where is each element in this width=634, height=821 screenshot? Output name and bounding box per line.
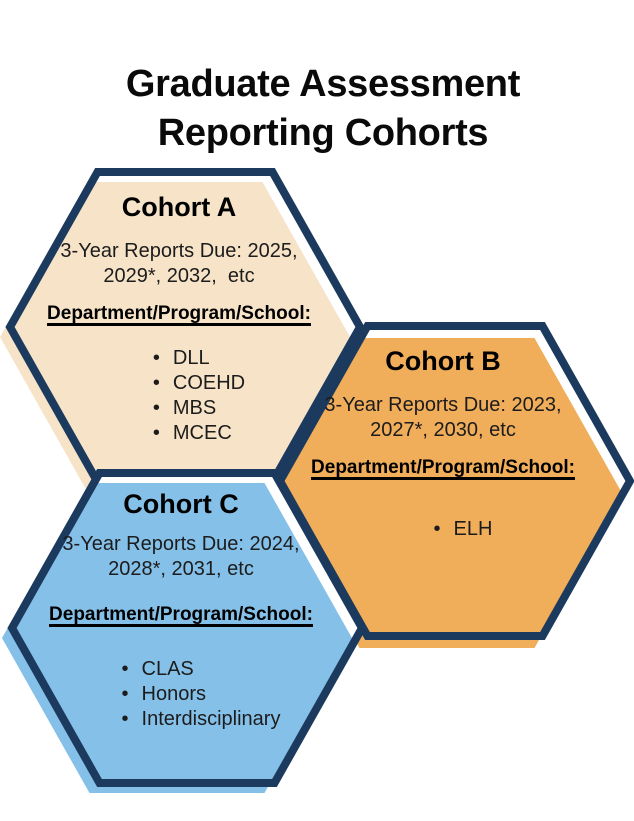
program-item: MCEC [153,421,245,446]
program-item: DLL [153,346,245,371]
cohort-c-content: Cohort C 3-Year Reports Due: 2024, 2028*… [6,473,356,783]
cohort-b-due-dates: 3-Year Reports Due: 2023, 2027*, 2030, e… [324,394,562,441]
cohort-a-dept-label: Department/Program/School: [47,303,311,324]
program-item: MBS [153,396,245,421]
program-item: Interdisciplinary [122,707,281,732]
cohort-a-program-list: DLLCOEHDMBSMCEC [4,346,354,446]
hexagon-color-fill [0,182,350,492]
cohort-a-hexagon: Cohort A 3-Year Reports Due: 2025, 2029*… [0,168,365,492]
title-line-1: Graduate Assessment [125,63,521,105]
program-item: CLAS [122,657,281,682]
cohort-c-dept-label: Department/Program/School: [49,604,313,625]
cohort-c-hexagon: Cohort C 3-Year Reports Due: 2024, 2028*… [2,469,367,793]
cohort-b-content: Cohort B 3-Year Reports Due: 2023, 2027*… [268,326,618,636]
cohort-c-program-list: CLASHonorsInterdisciplinary [6,657,356,732]
cohort-b-hexagon: Cohort B 3-Year Reports Due: 2023, 2027*… [272,322,634,648]
hexagon-border [7,469,367,787]
cohort-c-due-dates: 3-Year Reports Due: 2024, 2028*, 2031, e… [62,533,300,580]
cohort-a-title: Cohort A [121,192,237,222]
hexagon-color-fill [272,338,622,648]
program-item: Honors [122,682,281,707]
cohort-b-program-list: ELH [268,517,618,542]
cohort-c-title: Cohort C [123,489,239,519]
cohort-b-dept-label: Department/Program/School: [311,457,575,478]
cohort-b-program-items: ELH [394,517,493,542]
cohort-a-program-items: DLLCOEHDMBSMCEC [113,346,245,446]
cohort-b-title: Cohort B [385,346,501,376]
hexagon-shape-b [272,322,634,648]
title-line-2: Reporting Cohorts [157,112,489,154]
cohort-a-content: Cohort A 3-Year Reports Due: 2025, 2029*… [4,172,354,482]
program-item: ELH [434,517,493,542]
hexagon-shape-a [0,168,365,492]
cohort-a-due-dates: 3-Year Reports Due: 2025, 2029*, 2032, e… [60,240,298,287]
program-item: COEHD [153,371,245,396]
cohort-c-program-items: CLASHonorsInterdisciplinary [82,657,281,732]
